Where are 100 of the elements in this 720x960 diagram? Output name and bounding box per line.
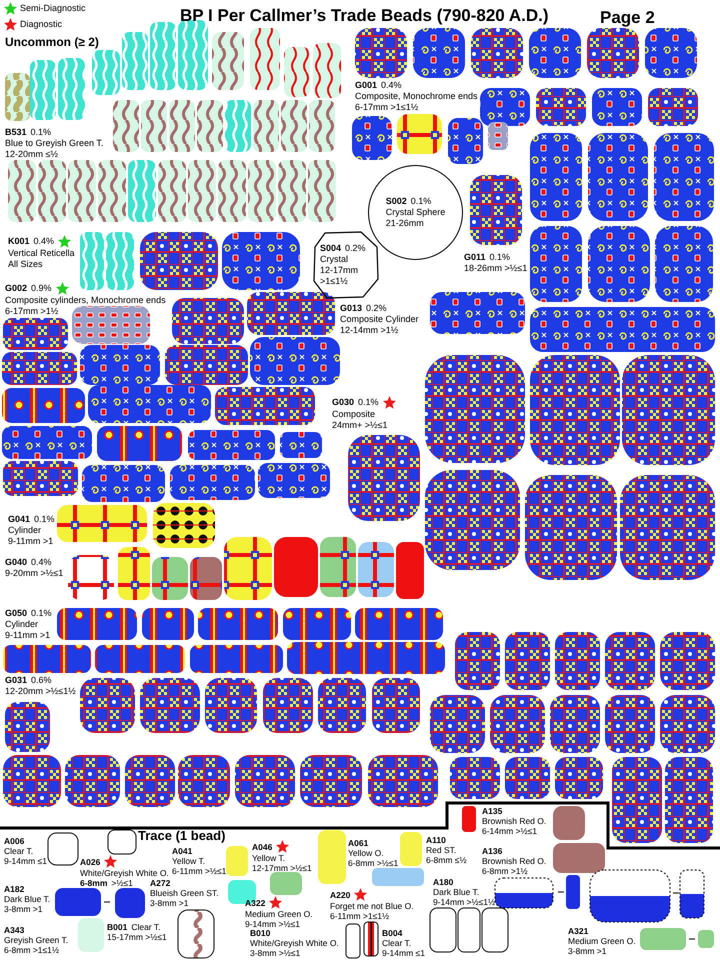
bead-description: Clear T.	[382, 938, 412, 948]
percentage: 0.1%	[410, 196, 432, 207]
bead-description: 3-8mm >1	[568, 946, 606, 956]
type-code: A182	[4, 884, 24, 894]
type-code: B004	[382, 928, 402, 938]
bead-description: White/Greyish White O.	[80, 868, 169, 878]
percentage: 0.1%	[358, 397, 379, 408]
bead-description: Forget me not Blue O.	[330, 901, 414, 911]
type-code: G040	[5, 557, 28, 568]
bead-description: Composite Cylinder	[340, 314, 419, 325]
page-title: BP I Per Callmer’s Trade Beads (790-820 A.D.)	[180, 5, 549, 27]
bead-description: 6-8mm	[80, 878, 108, 888]
bead-description: Cylinder	[8, 525, 42, 536]
bead-description: Yellow T.	[252, 853, 286, 863]
type-code: S004	[320, 243, 342, 254]
type-code: A136	[482, 846, 502, 856]
bead-description: >1≤1½	[320, 276, 349, 287]
octagon-outline	[313, 231, 379, 299]
percentage: 0.2%	[345, 243, 366, 254]
type-code: B010	[250, 928, 270, 938]
bead-description: Crystal	[320, 254, 350, 265]
bead-description: Blueish Green ST.	[150, 888, 219, 898]
bead-description: 3-8mm >½≤1	[250, 948, 300, 958]
type-code: A110	[426, 835, 446, 845]
type-code: G041	[8, 514, 30, 525]
bead-description: 9-11mm >1	[8, 536, 54, 547]
bead-description: Composite	[332, 409, 376, 420]
bead-description: 12-20mm ≤½	[5, 149, 58, 160]
percentage: 0.4%	[34, 236, 54, 247]
bead-description: 3-8mm >1	[4, 904, 42, 914]
bead-description: 18-26mm >½≤1	[464, 263, 528, 274]
type-code: A220	[330, 890, 350, 900]
type-code: S002	[386, 196, 407, 207]
bead-description: 9-14mm ≤1	[4, 856, 47, 866]
bead-description: 9-14mm >½≤1	[245, 919, 300, 929]
bead-description: 9-11mm >1	[5, 630, 50, 641]
type-code: G001	[355, 80, 378, 91]
bead-description: >½≤1	[111, 878, 133, 888]
bead-description: 3-8mm >1	[150, 898, 188, 908]
type-code: A041	[172, 846, 192, 856]
type-code: G011	[464, 252, 486, 263]
bead-description: 6-11mm >1≤1½	[330, 911, 390, 921]
type-code: B531	[5, 127, 27, 138]
bead-description: 21-26mm	[386, 218, 425, 229]
type-code: G031	[5, 675, 28, 686]
bead-description: All Sizes	[8, 259, 43, 270]
bead-description: 6-17mm >1≤1½	[355, 102, 418, 113]
type-code: G013	[340, 303, 362, 314]
bead-description: 6-17mm >1½	[5, 306, 58, 317]
bead-description: 12-20mm >½≤1½	[5, 686, 76, 697]
type-code: G050	[5, 608, 28, 619]
bead-description: Blue to Greyish Green T.	[5, 138, 104, 149]
bead-description: Medium Green O.	[568, 936, 636, 946]
bead-description: Clear T.	[4, 846, 34, 856]
bead-description: 6-14mm >½≤1	[482, 826, 537, 836]
percentage: 0.4%	[31, 557, 52, 568]
bead-description: 9-14mm >½≤1½	[433, 897, 496, 907]
section-heading: Trace (1 bead)	[138, 827, 226, 845]
bead-description: 15-17mm >½≤1	[107, 932, 167, 942]
bead-description: 12-14mm >1½	[340, 325, 398, 336]
bead-description: Composite, Monochrome ends	[355, 91, 478, 102]
bead-description: Cylinder	[5, 619, 38, 630]
bead-description: Red ST.	[426, 845, 456, 855]
bead-description: 6-8mm >1≤1½	[4, 945, 59, 955]
type-code: A006	[4, 836, 24, 846]
bead-description: Yellow O.	[348, 848, 384, 858]
percentage: 0.1%	[31, 608, 52, 619]
type-code: A180	[433, 877, 454, 887]
bead-description: Yellow T.	[172, 856, 206, 866]
bead-description: Dark Blue T.	[433, 887, 480, 897]
type-code: K001	[8, 236, 30, 247]
bead-description: Greyish Green T.	[4, 935, 68, 945]
bead-description: 6-8mm ≤½	[426, 855, 467, 865]
percentage: 0.4%	[381, 80, 402, 91]
bead-description: Brownish Red O.	[482, 816, 546, 826]
bead-description: Brownish Red O.	[482, 856, 546, 866]
type-code: A135	[482, 806, 502, 816]
type-code: A272	[150, 878, 170, 888]
bead-description: Composite cylinders, Monochrome ends	[5, 295, 166, 306]
bead-description: Dark Blue T.	[4, 894, 50, 904]
bead-description: Clear T.	[131, 922, 160, 932]
percentage: 0.6%	[31, 675, 52, 686]
percentage: 0.1%	[490, 252, 510, 263]
type-code: A026	[80, 856, 100, 866]
legend-text: Semi-Diagnostic	[20, 2, 86, 15]
bead-description: Vertical Reticella	[8, 248, 75, 259]
legend-text: Diagnostic	[20, 18, 62, 31]
type-code: A321	[568, 926, 588, 936]
bead-description: 6-8mm >½≤1	[348, 858, 398, 868]
bead-description: Medium Green O.	[245, 909, 313, 919]
type-code: A322	[245, 898, 266, 908]
percentage: 0.1%	[34, 514, 55, 525]
circle-outline	[368, 165, 463, 260]
type-code: B001	[107, 922, 128, 932]
type-code: A046	[252, 842, 272, 852]
type-code: G002	[5, 283, 28, 294]
bead-description: Crystal Sphere	[386, 207, 446, 218]
percentage: 0.1%	[30, 127, 52, 138]
type-code: A061	[348, 838, 368, 848]
bead-description: 24mm+ >½≤1	[332, 420, 388, 431]
